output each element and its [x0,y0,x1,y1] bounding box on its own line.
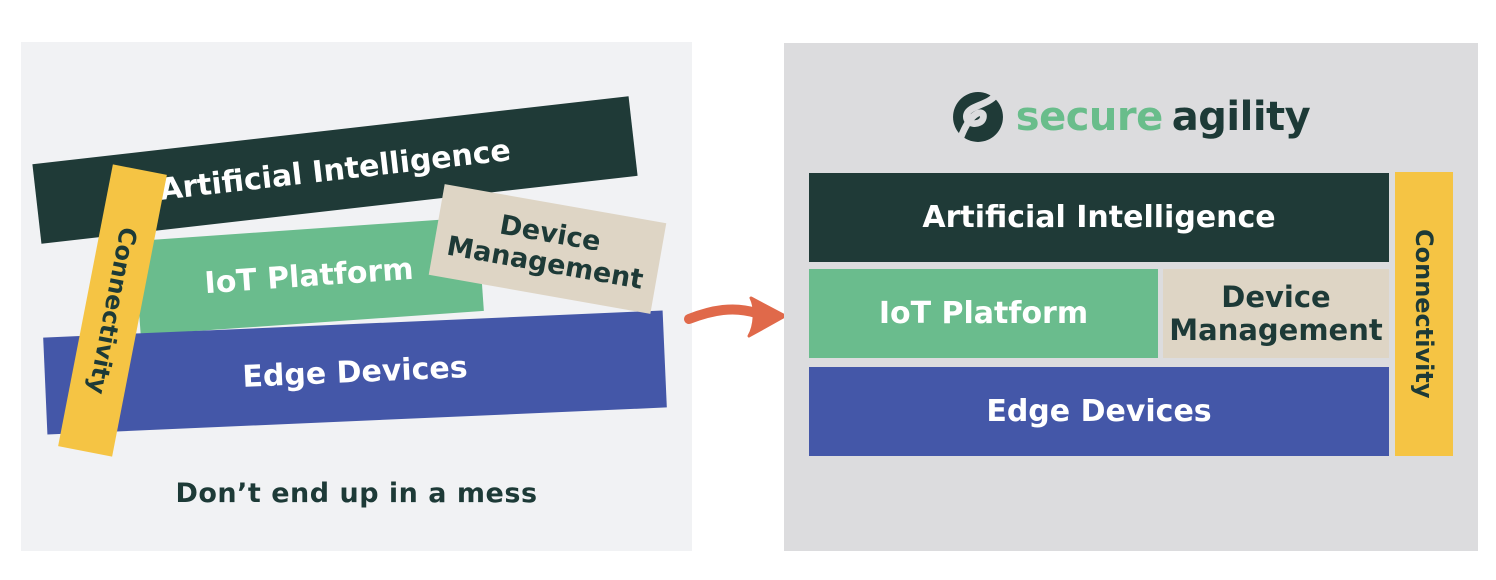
edge-devices-bar-organized: Edge Devices [809,367,1389,456]
device-management-organized-label: Device Management [1169,280,1383,347]
ai-bar-organized: Artificial Intelligence [809,173,1389,262]
device-management-box-organized: Device Management [1163,269,1389,358]
connectivity-bar-organized: Connectivity [1395,172,1453,456]
edge-devices-messy-label: Edge Devices [241,350,469,395]
iot-platform-messy-label: IoT Platform [203,251,415,301]
iot-platform-organized-label: IoT Platform [878,296,1089,331]
messy-caption: Don’t end up in a mess [175,478,538,509]
curved-right-arrow-icon [684,296,787,338]
transition-arrow [682,292,790,340]
iot-platform-bar-messy: IoT Platform [134,217,484,335]
messy-panel: Artificial Intelligence IoT Platform Edg… [21,42,692,551]
ai-organized-label: Artificial Intelligence [922,200,1276,235]
secure-agility-s-icon [952,91,1003,143]
logo-word-secure: secure [1015,94,1163,140]
logo-word-agility: agility [1171,94,1311,140]
edge-devices-organized-label: Edge Devices [986,394,1212,429]
connectivity-organized-label: Connectivity [1410,229,1438,399]
iot-platform-bar-organized: IoT Platform [809,269,1158,358]
